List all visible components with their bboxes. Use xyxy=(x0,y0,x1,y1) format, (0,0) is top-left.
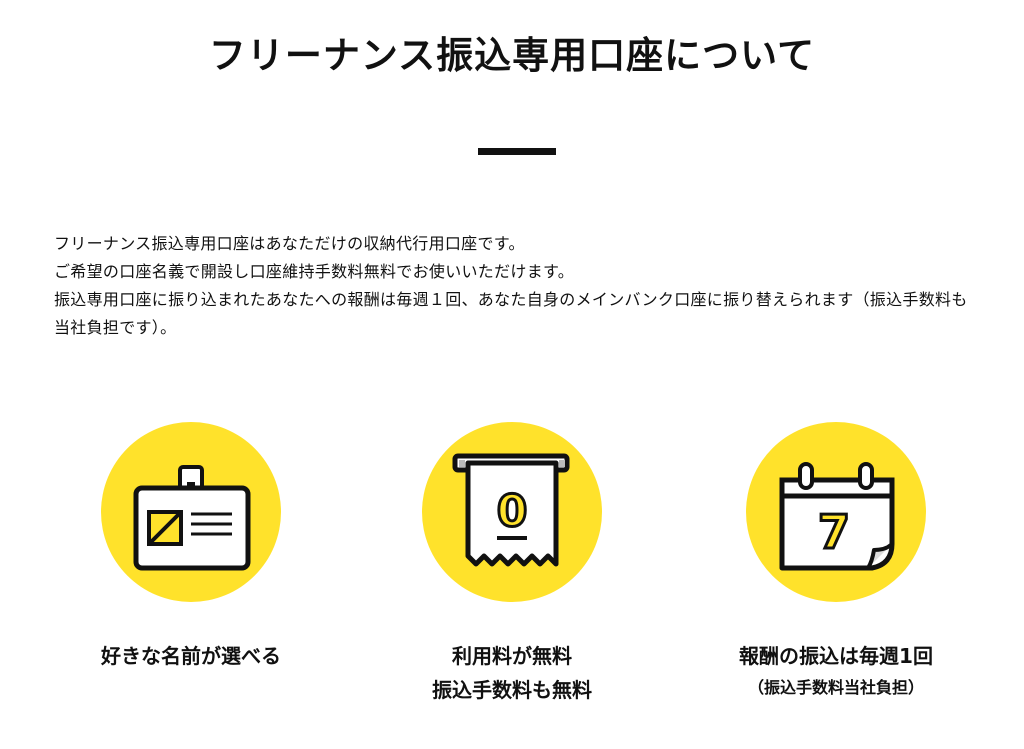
id-card-icon xyxy=(133,465,251,571)
feature-free-fee: 0 利用料が無料 振込手数料も無料 xyxy=(387,422,637,707)
feature-icon-circle: 7 xyxy=(746,422,926,602)
feature-free-name: 好きな名前が選べる xyxy=(66,422,316,673)
receipt-icon: 0 xyxy=(452,453,570,567)
feature-label: 報酬の振込は毎週1回 xyxy=(739,644,933,668)
intro-paragraph: ご希望の口座名義で開設し口座維持手数料無料でお使いいただけます。 xyxy=(54,262,575,281)
feature-sublabel: （振込手数料当社負担） xyxy=(747,678,924,697)
page-title: フリーナンス振込専用口座について xyxy=(208,34,816,77)
feature-icon-circle xyxy=(101,422,281,602)
feature-label-line: 利用料が無料 xyxy=(452,644,572,668)
title-divider xyxy=(478,148,556,155)
feature-weekly-transfer: 7 報酬の振込は毎週1回 （振込手数料当社負担） xyxy=(711,422,961,701)
feature-icon-circle: 0 xyxy=(422,422,602,602)
feature-label: 好きな名前が選べる xyxy=(101,644,281,668)
receipt-zero-digit: 0 xyxy=(497,486,528,537)
feature-label-line: 振込手数料も無料 xyxy=(432,678,592,702)
intro-paragraph: 振込専用口座に振り込まれたあなたへの報酬は毎週１回、あなた自身のメインバンク口座… xyxy=(54,290,968,337)
calendar-seven-digit: 7 xyxy=(818,505,850,559)
intro-paragraph: フリーナンス振込専用口座はあなただけの収納代行用口座です。 xyxy=(54,234,525,253)
intro-text: フリーナンス振込専用口座はあなただけの収納代行用口座です。 ご希望の口座名義で開… xyxy=(54,230,979,342)
calendar-icon: 7 xyxy=(779,462,895,571)
feature-label: 利用料が無料 振込手数料も無料 xyxy=(387,639,637,707)
